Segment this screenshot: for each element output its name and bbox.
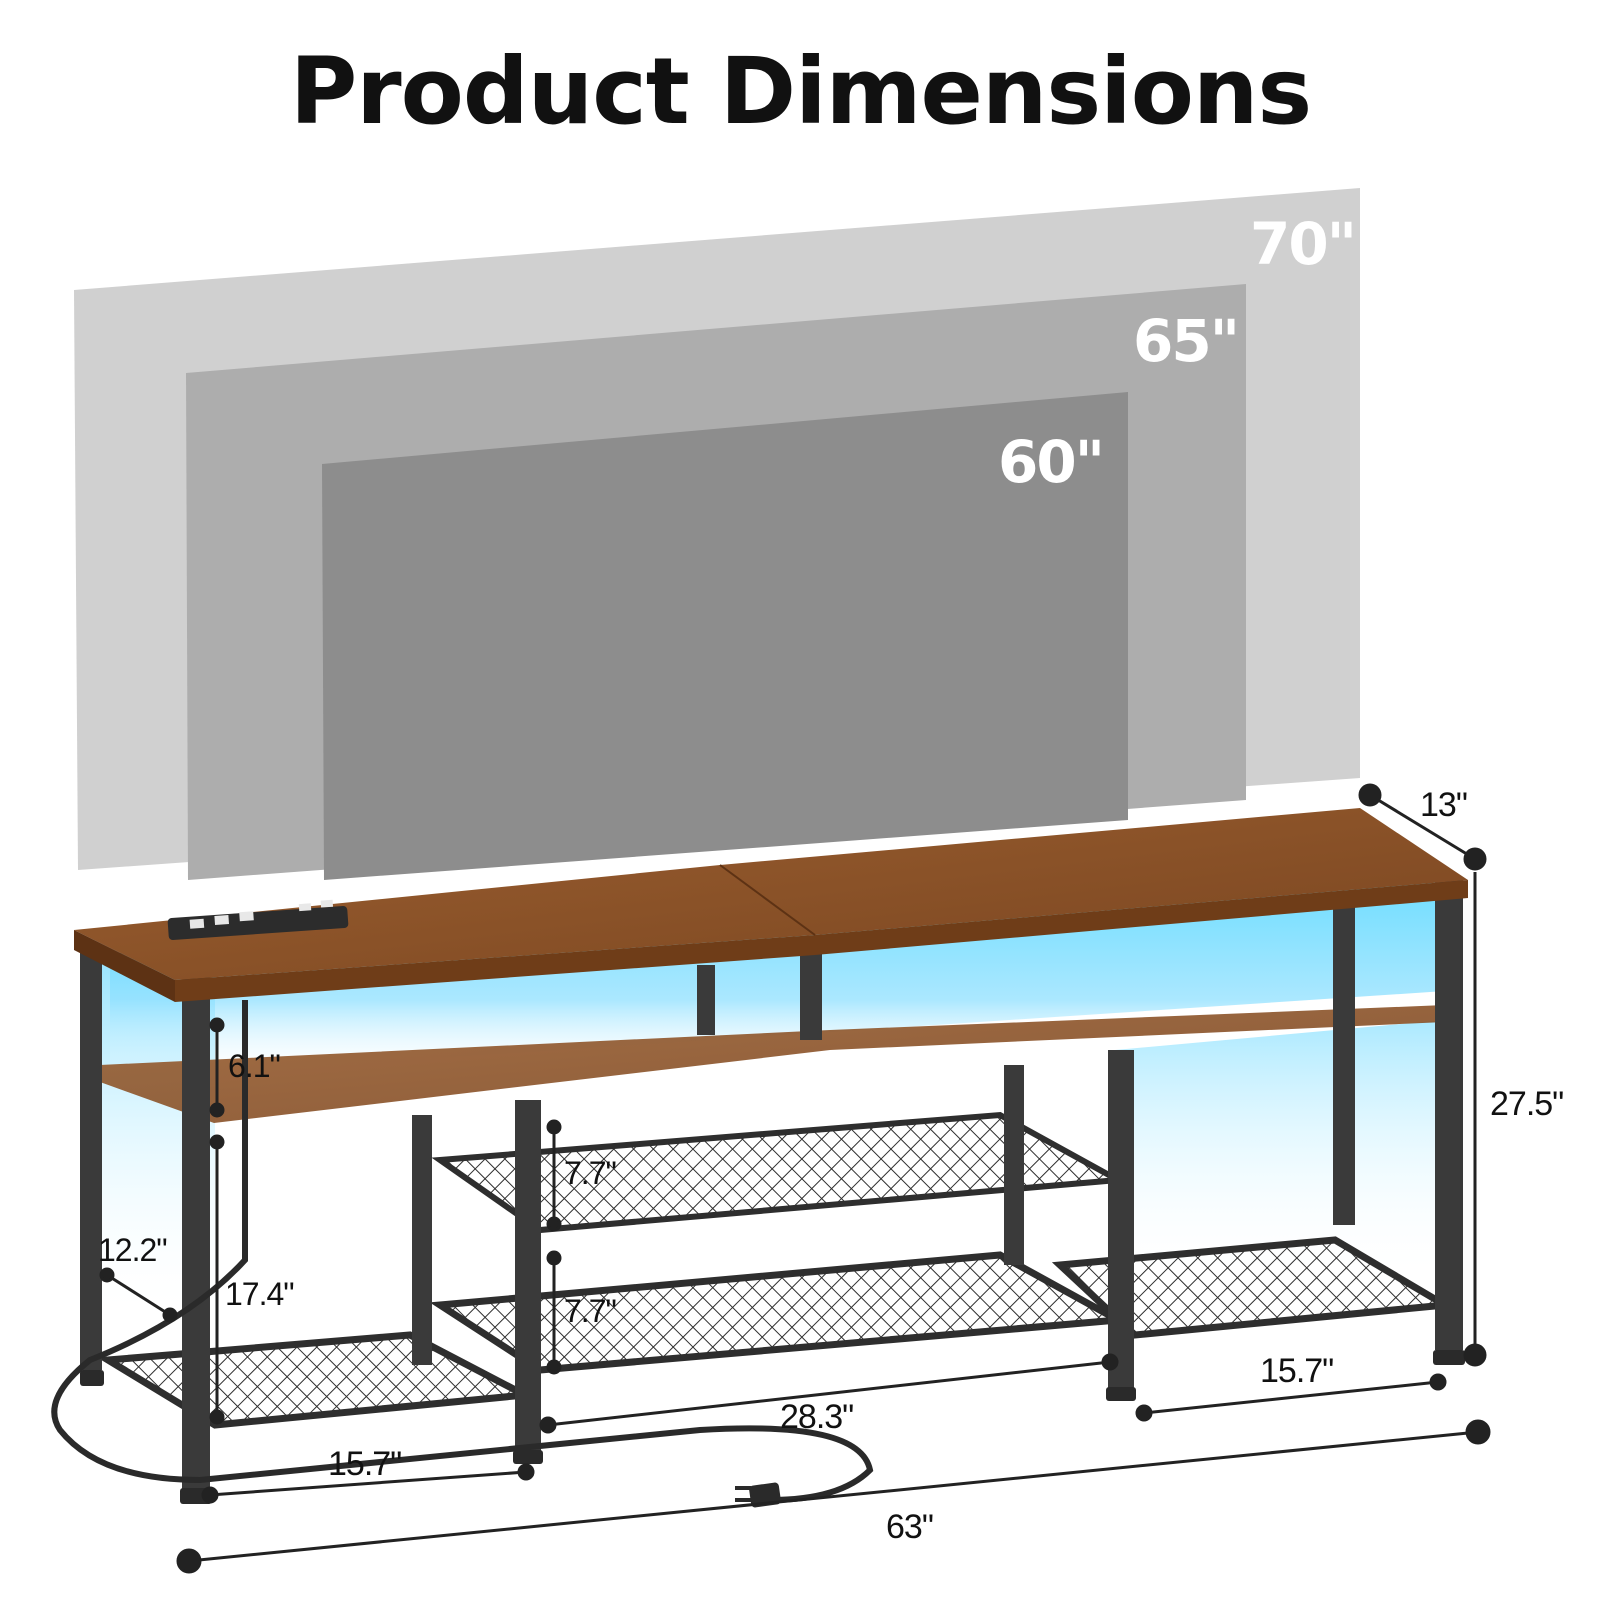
left-lower-mesh-shelf xyxy=(96,1331,538,1429)
side-depth-label: 12.2" xyxy=(98,1232,168,1268)
right-width-label: 15.7" xyxy=(1260,1352,1334,1390)
total-width-label: 63" xyxy=(886,1508,934,1546)
tv-size-60-label: 60" xyxy=(998,428,1105,496)
middle-upper-gap-label: 7.7" xyxy=(564,1155,617,1191)
led-glow-upper xyxy=(110,880,1460,1080)
depth-label: 13" xyxy=(1420,786,1468,824)
tabletop-surface xyxy=(74,808,1468,980)
dimension-lines xyxy=(99,783,1491,1574)
tv-size-65-label: 65" xyxy=(1133,307,1240,375)
top-shelf-gap-label: 6.1" xyxy=(228,1048,281,1084)
left-width-label: 15.7" xyxy=(328,1445,402,1483)
power-strip xyxy=(167,899,349,940)
led-glow-right xyxy=(1115,1020,1445,1280)
side-height-label: 17.4" xyxy=(225,1276,295,1312)
middle-width-label: 28.3" xyxy=(780,1398,854,1436)
middle-lower-gap-label: 7.7" xyxy=(564,1293,617,1329)
total-height-label: 27.5" xyxy=(1490,1085,1564,1123)
tv-60-panel xyxy=(322,392,1128,880)
power-cable xyxy=(51,1000,874,1503)
tabletop-side-edge xyxy=(74,930,175,1002)
middle-lower-mesh-shelf xyxy=(429,1251,1130,1374)
tv-size-70-label: 70" xyxy=(1250,210,1357,278)
frame-legs xyxy=(80,880,1463,1490)
upper-shelf xyxy=(100,1005,1445,1123)
page-title: Product Dimensions xyxy=(289,38,1312,145)
tabletop-seam xyxy=(719,864,816,936)
tabletop-front-edge xyxy=(175,880,1468,1002)
